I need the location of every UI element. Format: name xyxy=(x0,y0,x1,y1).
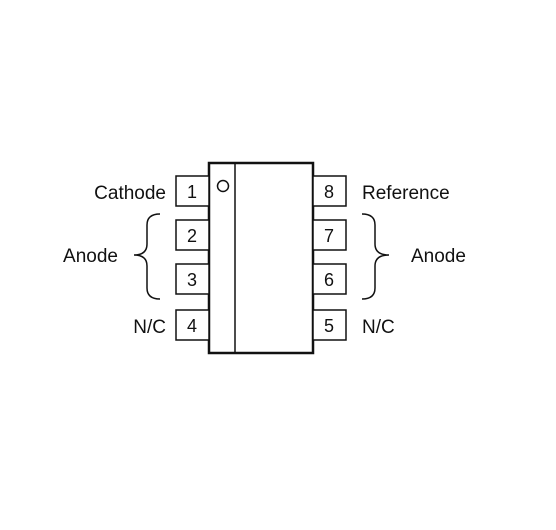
pin-number-8: 8 xyxy=(324,182,334,202)
pin-number-2: 2 xyxy=(187,226,197,246)
pin-box-5 xyxy=(312,309,347,341)
pin-box-3 xyxy=(175,263,210,295)
pin-box-4 xyxy=(175,309,210,341)
pin-box-1 xyxy=(175,175,210,207)
pin-label-nc-left: N/C xyxy=(133,317,166,338)
pin-number-1: 1 xyxy=(187,182,197,202)
pin-label-nc-right: N/C xyxy=(362,317,395,338)
pin-box-2 xyxy=(175,219,210,251)
pin-number-4: 4 xyxy=(187,316,197,336)
pin-box-8 xyxy=(312,175,347,207)
pin-label-cathode: Cathode xyxy=(94,183,166,204)
chip-body xyxy=(207,161,315,355)
left-brace-icon xyxy=(133,213,161,300)
group-label-anode-left: Anode xyxy=(63,246,118,267)
pin-box-7 xyxy=(312,219,347,251)
pin-number-6: 6 xyxy=(324,270,334,290)
pin1-marker-icon xyxy=(216,179,230,193)
pin-number-3: 3 xyxy=(187,270,197,290)
right-brace-icon xyxy=(361,213,390,300)
group-label-anode-right: Anode xyxy=(411,246,466,267)
pin-number-7: 7 xyxy=(324,226,334,246)
pin-box-6 xyxy=(312,263,347,295)
pin-number-5: 5 xyxy=(324,316,334,336)
pin-label-reference: Reference xyxy=(362,183,450,204)
